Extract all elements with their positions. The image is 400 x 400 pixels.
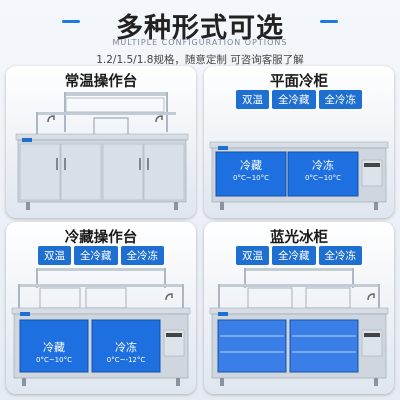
temp-mode-badges: 双温 全冷藏 全冷冻 (6, 246, 196, 265)
temp-mode-badges: 双温 全冷藏 全冷冻 (204, 90, 394, 109)
panel-chilled-workbench[interactable]: 冷藏操作台 双温 全冷藏 全冷冻 冷藏 (6, 222, 196, 394)
page-subtitle-en: MULTIPLE CONFIGURATION OPTIONS (112, 38, 288, 47)
badge-dual-temp: 双温 (38, 246, 71, 265)
page-subtitle: 1.2/1.5/1.8规格，随意定制 可咨询客服了解 (96, 54, 304, 66)
panel-title: 冷藏操作台 (64, 230, 138, 246)
temp-mode-badges: 双温 全冷藏 全冷冻 (204, 246, 394, 265)
badge-all-chill: 全冷藏 (74, 246, 118, 265)
chilled-workbench-illustration (11, 268, 191, 386)
panel-room-temp-workbench[interactable]: 常温操作台 (6, 66, 196, 218)
panel-flat-freezer[interactable]: 平面冷柜 双温 全冷藏 全冷冻 冷藏 0°C~10°C 冷冻 0°C~10°C (204, 66, 394, 218)
page-title: 多种形式可选 (116, 13, 284, 44)
door-label-freeze: 冷冻 0°C~-12°C (106, 341, 146, 365)
panel-title: 常温操作台 (64, 74, 138, 90)
header-deco-left (62, 20, 80, 23)
badge-all-chill: 全冷藏 (272, 246, 316, 265)
header-deco-right (320, 20, 338, 23)
door-label-chill: 冷藏 0°C~10°C (35, 341, 72, 365)
panel-title: 平面冷柜 (270, 74, 328, 90)
door-label-chill: 冷藏 0°C~10°C (232, 159, 269, 183)
panel-title: 蓝光冰柜 (270, 230, 328, 246)
badge-all-freeze: 全冷冻 (318, 90, 362, 109)
blue-light-freezer-illustration (209, 268, 389, 386)
panel-blue-light-freezer[interactable]: 蓝光冰柜 双温 全冷藏 全冷冻 (204, 222, 394, 394)
badge-dual-temp: 双温 (236, 90, 269, 109)
badge-all-chill: 全冷藏 (272, 90, 316, 109)
door-label-freeze: 冷冻 0°C~10°C (304, 159, 341, 183)
flat-freezer-illustration (209, 141, 389, 210)
badge-dual-temp: 双温 (236, 246, 269, 265)
badge-all-freeze: 全冷冻 (120, 246, 164, 265)
workbench-illustration (15, 92, 189, 210)
badge-all-freeze: 全冷冻 (318, 246, 362, 265)
